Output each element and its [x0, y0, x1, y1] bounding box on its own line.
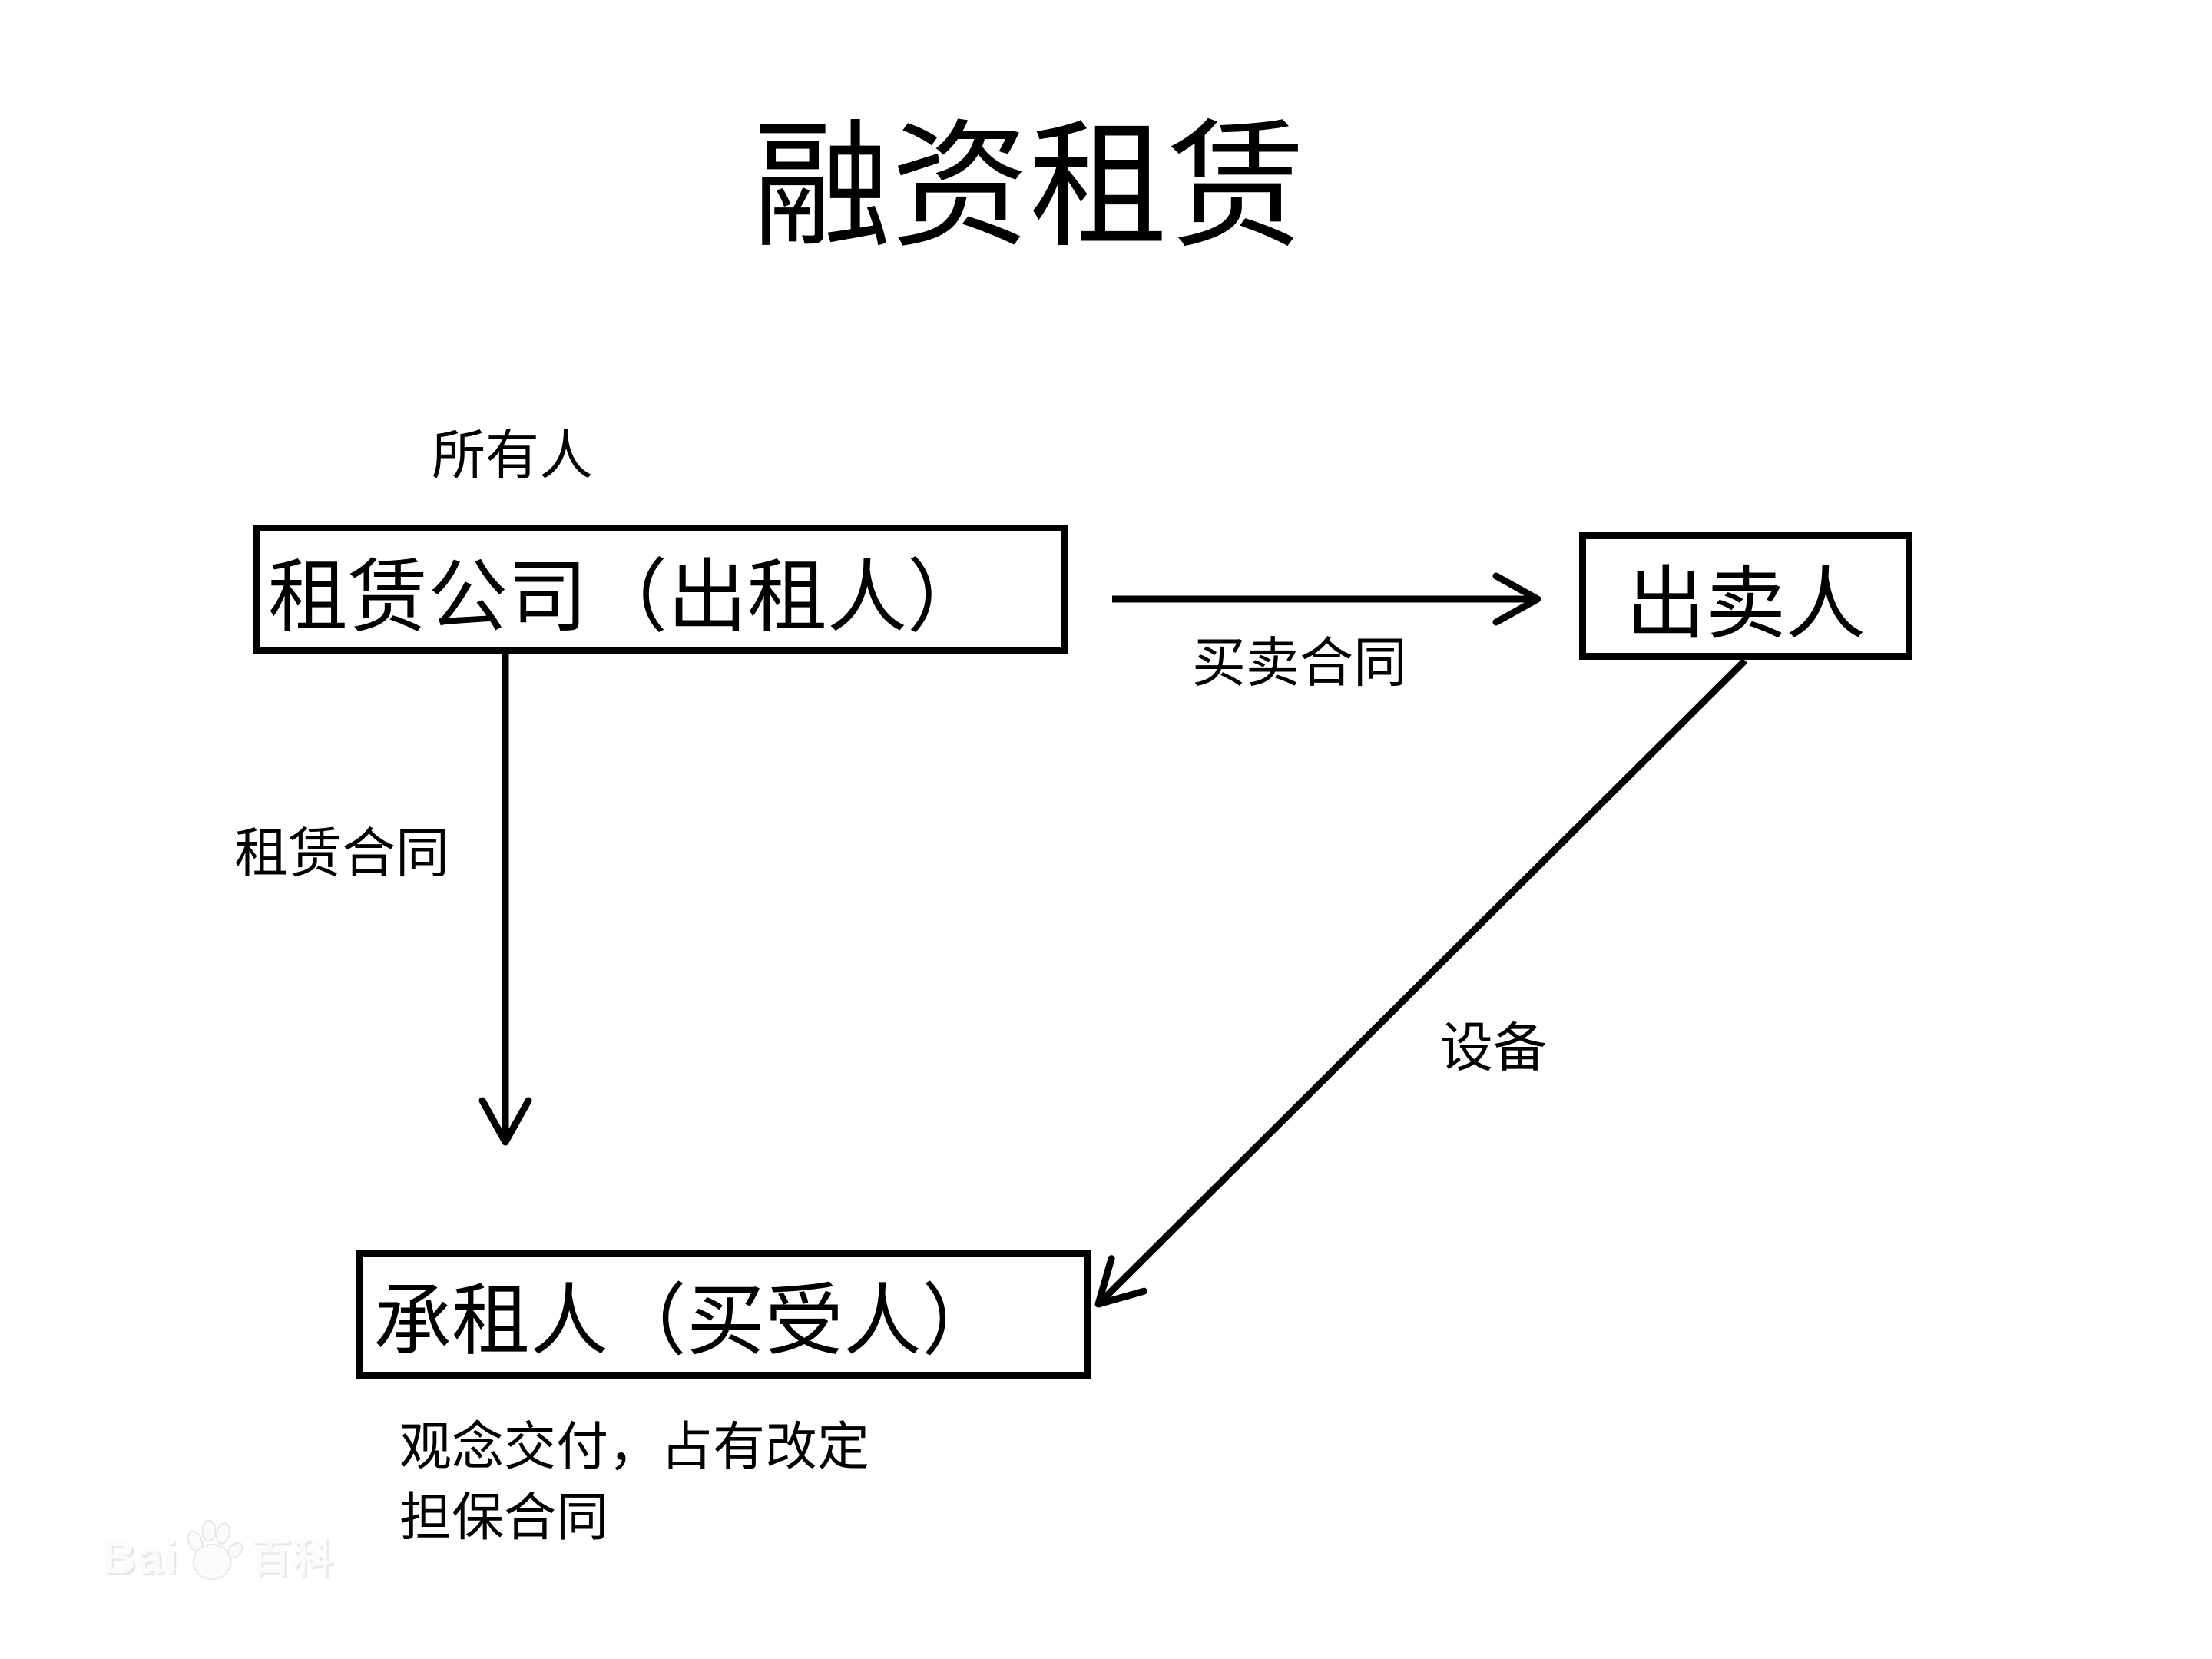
baidu-paw-icon — [187, 1519, 243, 1581]
delivery-notes-line2: 担保合同 — [399, 1488, 609, 1547]
node-seller-label: 出卖人 — [1625, 560, 1866, 649]
owner-label: 所有人 — [432, 427, 593, 486]
watermark-cjk-text: 百科 — [250, 1535, 336, 1581]
node-lessor-label: 租赁公司（出租人） — [268, 553, 988, 642]
node-lessee-box: 承租人（买受人） — [356, 1250, 1091, 1379]
delivery-notes: 观念交付，占有改定 担保合同 — [399, 1412, 869, 1553]
watermark-latin-text: Bai — [102, 1532, 179, 1583]
baidu-baike-watermark: Bai 百科 — [102, 1519, 335, 1581]
sale-contract-label: 买卖合同 — [1192, 634, 1407, 694]
node-seller-box: 出卖人 — [1579, 532, 1912, 660]
diagram-title: 融资租赁 — [752, 111, 1306, 264]
lease-contract-label: 租赁合同 — [234, 825, 449, 884]
node-lessor-box: 租赁公司（出租人） — [253, 525, 1068, 654]
equipment-arrow — [1094, 657, 1748, 1308]
equipment-label: 设备 — [1439, 1019, 1547, 1078]
node-lessee-label: 承租人（买受人） — [373, 1278, 1000, 1366]
delivery-notes-line1: 观念交付，占有改定 — [399, 1418, 870, 1476]
